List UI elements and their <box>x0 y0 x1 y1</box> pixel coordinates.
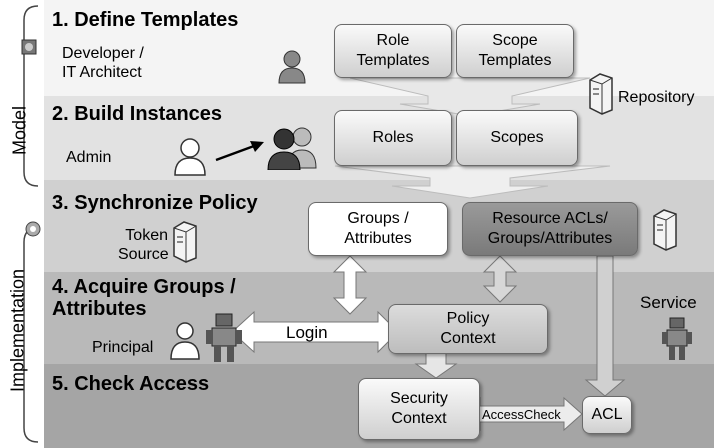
groups-login-arrow <box>332 255 368 315</box>
repository-label: Repository <box>618 89 695 106</box>
principal-robot-icon <box>206 313 242 362</box>
resource-server-icon <box>653 209 677 251</box>
implementation-label: Implementation <box>7 268 28 393</box>
model-gear-icon <box>21 39 37 55</box>
developer-label: Developer / IT Architect <box>62 45 144 81</box>
principal-person-icon <box>170 322 200 360</box>
step-title-5: 5. Check Access <box>52 373 210 395</box>
access-check-label: AccessCheck <box>482 407 561 422</box>
security-context-box: Security Context <box>358 378 480 440</box>
model-brace <box>23 5 39 187</box>
developer-person-icon <box>278 50 306 84</box>
roles-box: Roles <box>334 110 452 166</box>
resource-acl-arrow <box>584 255 626 397</box>
service-label: Service <box>640 293 697 312</box>
step-title-3: 3. Synchronize Policy <box>52 192 258 214</box>
policy-security-arrow <box>414 351 458 379</box>
resource-acls-box: Resource ACLs/ Groups/Attributes <box>462 202 638 256</box>
token-source-server-icon <box>173 221 197 263</box>
scopes-box: Scopes <box>456 110 578 166</box>
user-group-icon <box>267 127 317 170</box>
step-title-1: 1. Define Templates <box>52 9 239 31</box>
step-title-4: 4. Acquire Groups / Attributes <box>52 276 236 320</box>
role-templates-box: Role Templates <box>334 24 452 78</box>
model-label: Model <box>9 105 30 156</box>
repository-server-icon <box>589 73 613 115</box>
instances-funnel-arrow <box>334 165 611 199</box>
admin-person-icon <box>174 138 206 176</box>
policy-context-box: Policy Context <box>388 304 548 354</box>
implementation-gear-icon <box>25 221 41 237</box>
service-robot-icon <box>662 317 692 360</box>
admin-label: Admin <box>66 149 112 166</box>
admin-arrow-line <box>215 144 255 162</box>
principal-label: Principal <box>92 339 154 356</box>
admin-arrow-head <box>250 141 264 152</box>
acl-box: ACL <box>582 396 632 434</box>
scope-templates-box: Scope Templates <box>456 24 574 78</box>
groups-attributes-box: Groups / Attributes <box>308 202 448 256</box>
resource-policy-arrow <box>482 255 518 303</box>
step-title-2: 2. Build Instances <box>52 103 223 125</box>
token-source-label: Token Source <box>118 227 169 263</box>
login-label: Login <box>286 323 328 342</box>
